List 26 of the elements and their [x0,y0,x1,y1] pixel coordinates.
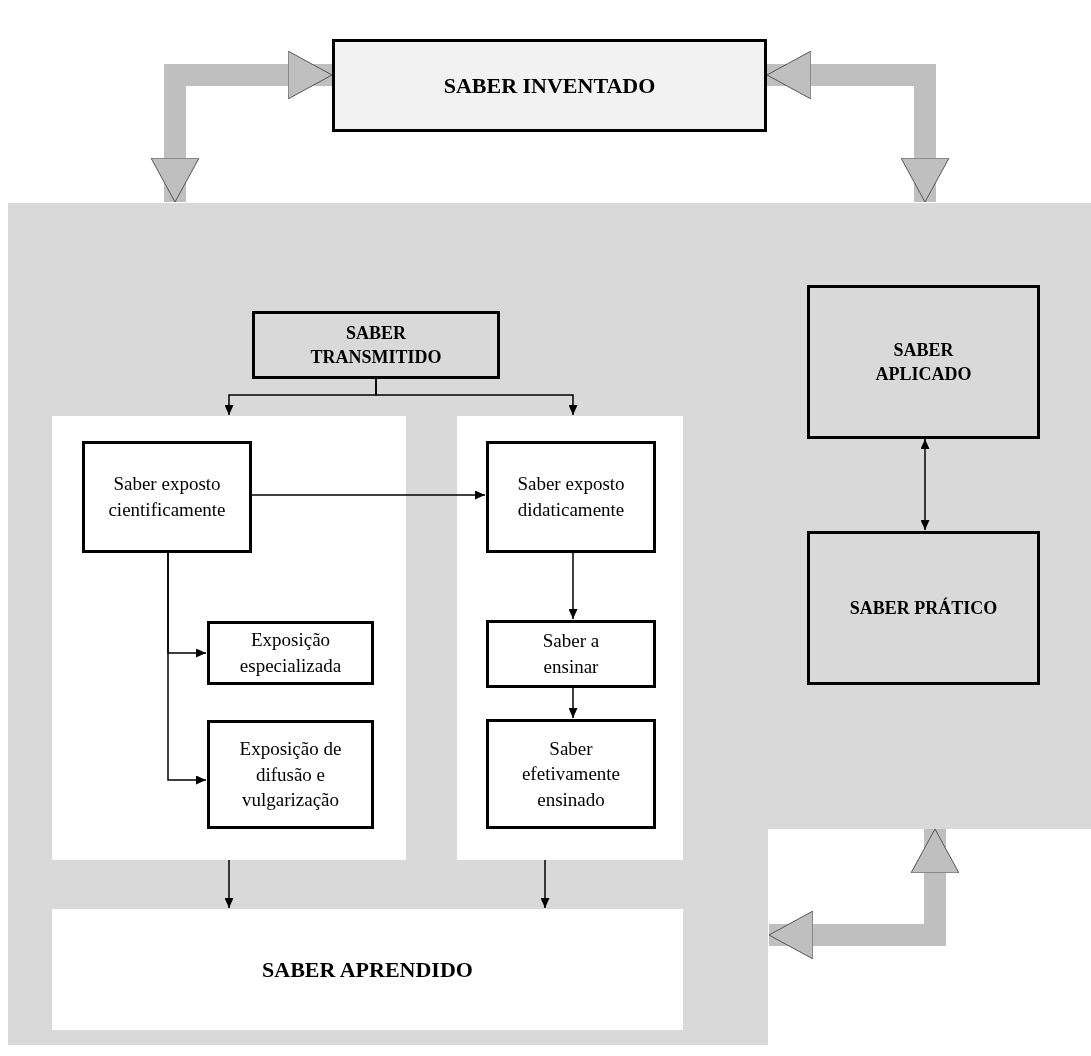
process-box: Saber efetivamente ensinado [486,719,656,829]
block-arrow [766,50,950,203]
panel-background [8,203,768,1045]
process-box: SABER PRÁTICO [807,531,1040,685]
block-arrow [768,828,960,960]
arrow [375,378,578,416]
process-box: SABER TRANSMITIDO [252,311,500,379]
arrow [568,687,578,719]
block-arrow [150,50,333,203]
panel-background [52,416,406,860]
arrow [540,859,550,909]
arrow [224,859,234,909]
process-box: SABER APLICADO [807,285,1040,439]
arrow [167,552,207,785]
process-box: SABER APRENDIDO [52,909,683,1030]
panel-background [767,203,1091,829]
process-box: Exposição especializada [207,621,374,685]
process-box: Exposição de difusão e vulgarização [207,720,374,829]
process-box: SABER INVENTADO [332,39,767,132]
process-box: Saber a ensinar [486,620,656,688]
process-box: Saber exposto didaticamente [486,441,656,553]
arrow [251,490,486,500]
arrow [920,438,930,531]
arrow [568,552,578,620]
process-box: Saber exposto cientificamente [82,441,252,553]
panel-background [457,416,683,860]
